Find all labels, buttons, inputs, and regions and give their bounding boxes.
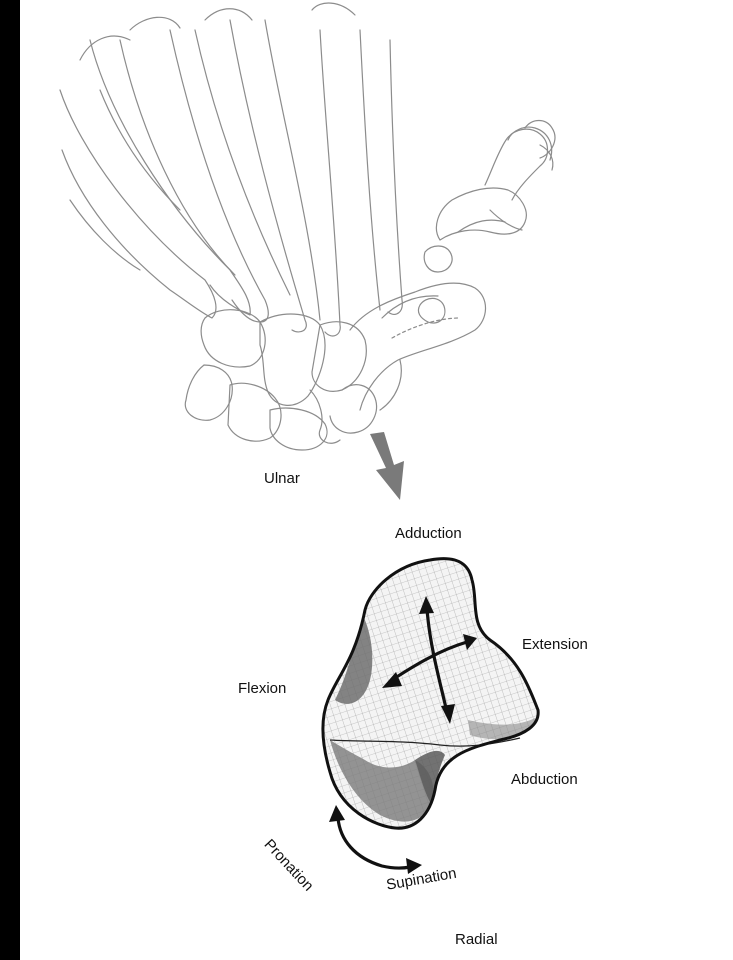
motion-arrows [20, 0, 733, 960]
flexion-label: Flexion [238, 680, 286, 697]
abduction-label: Abduction [511, 771, 578, 788]
adduction-label: Adduction [395, 525, 462, 542]
ulnar-label: Ulnar [264, 470, 300, 487]
radial-label: Radial [455, 931, 498, 948]
extension-label: Extension [522, 636, 588, 653]
diagram-canvas: Ulnar Adduction Extension Flexion Abduct… [20, 0, 733, 960]
